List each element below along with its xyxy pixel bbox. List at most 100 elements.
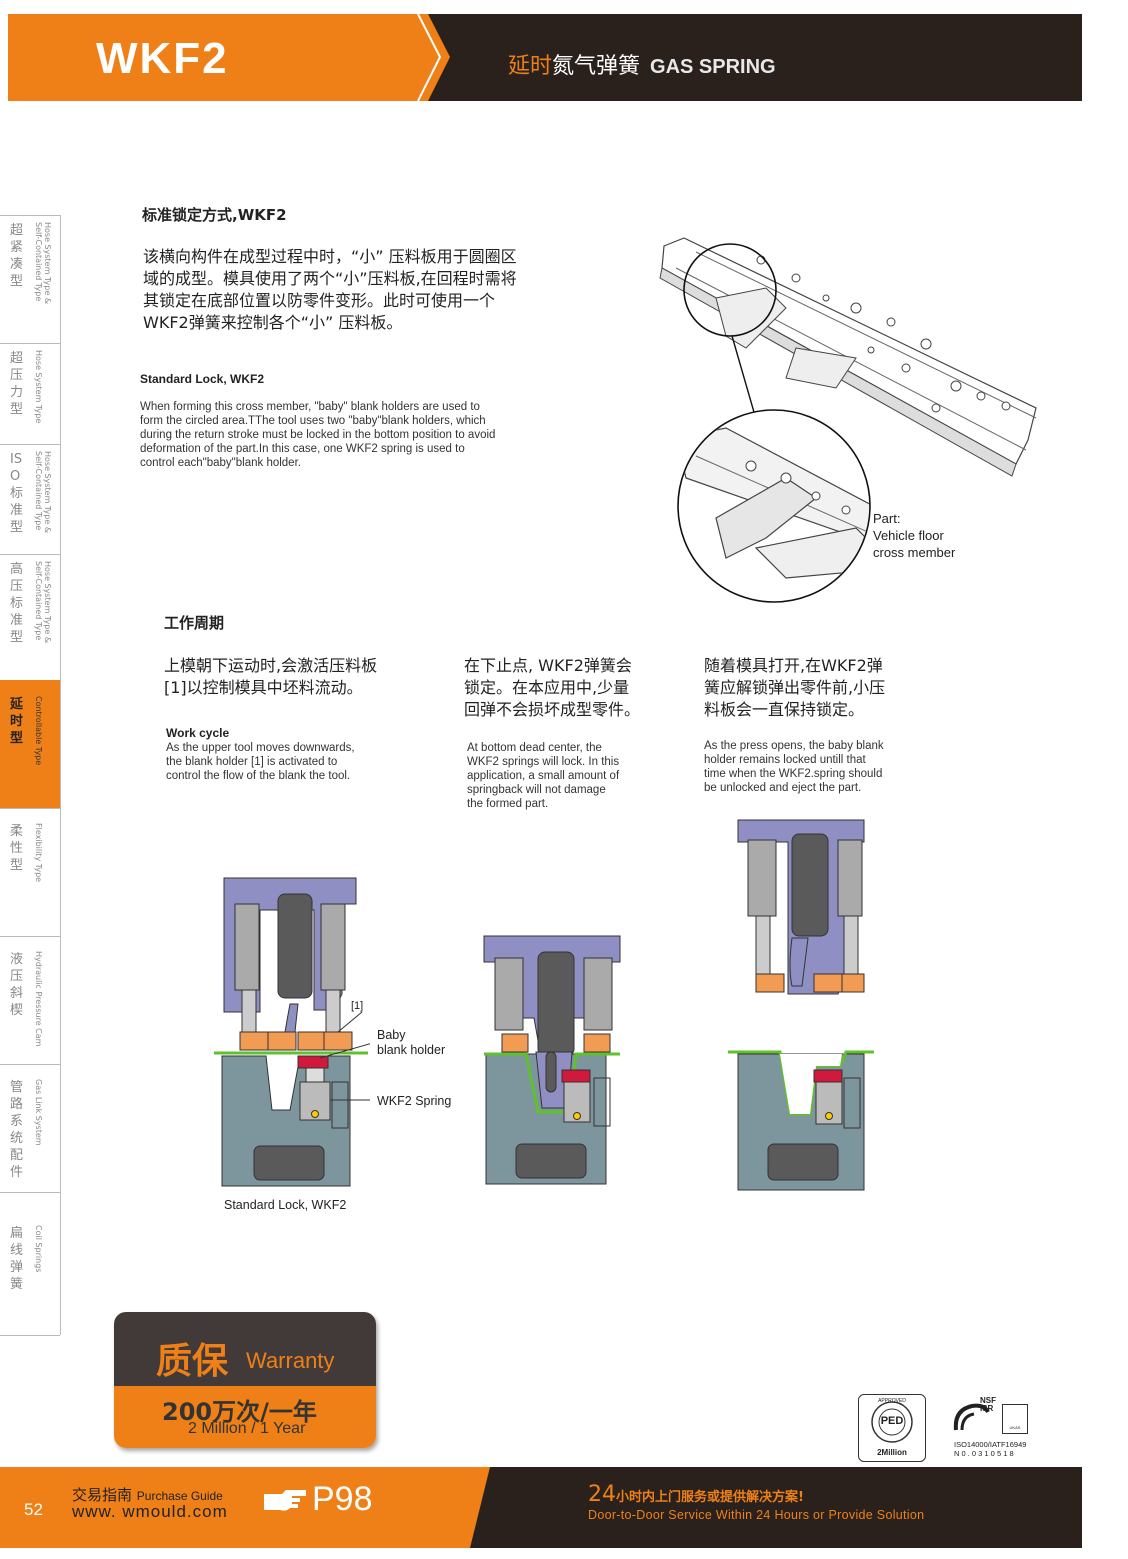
cycle-cn-line: 锁定。在本应用中,少量 xyxy=(464,678,630,697)
intro-cn-line: 该横向构件在成型过程中时，“小” 压料板用于圆圈区 xyxy=(143,247,517,266)
category-en: GAS SPRING xyxy=(650,56,776,78)
tab-label-cn: ISO标准型 xyxy=(10,452,24,535)
tab-controllable[interactable]: 延时型 Controllable Type xyxy=(0,680,60,808)
tab-label-cn: 柔性型 xyxy=(10,824,24,873)
diagram-stage-2 xyxy=(483,935,621,1185)
tab-label-en: Controllable Type xyxy=(34,696,43,766)
cycle-en-line: be unlocked and eject the part. xyxy=(704,782,862,794)
model-title: WKF2 xyxy=(96,34,229,83)
service-cn: 24小时内上门服务或提供解决方案! xyxy=(588,1482,804,1507)
cycle-col1-en: As the upper tool moves downwards, the b… xyxy=(166,741,355,783)
service-text-cn: 小时内上门服务或提供解决方案! xyxy=(616,1490,804,1505)
nsf-text: NSF xyxy=(980,1396,996,1405)
header-arrow xyxy=(410,14,450,101)
cycle-cn-line: 料板会一直保持锁定。 xyxy=(704,700,865,719)
tab-flexibility[interactable]: 柔性型 Flexibility Type xyxy=(0,808,60,937)
website-link[interactable]: www. wmould.com xyxy=(72,1502,228,1521)
cycle-en-line: As the upper tool moves downwards, xyxy=(166,742,355,754)
tab-label-en: Coil Springs xyxy=(34,1225,43,1273)
warranty-top xyxy=(114,1312,376,1386)
tab-gas-link[interactable]: 管路系统配件 Gas Link System xyxy=(0,1064,60,1193)
cycle-col1-cn: 上模朝下运动时,会激活压料板 [1]以控制模具中坯料流动。 xyxy=(164,655,377,699)
intro-en-line: form the circled area.TThe tool uses two… xyxy=(140,415,486,427)
cycle-en-line: application, a small amount of xyxy=(467,770,620,782)
footer-orange-band xyxy=(0,1467,490,1548)
iso-text: ISO14000/IATF16949 xyxy=(954,1440,1027,1449)
cycle-cn-line: 上模朝下运动时,会激活压料板 xyxy=(164,656,378,675)
tab-label-cn: 液压斜楔 xyxy=(10,952,24,1018)
page-reference[interactable]: P98 xyxy=(312,1480,373,1518)
tab-label-cn: 超压力型 xyxy=(10,351,24,417)
intro-title-en: Standard Lock, WKF2 xyxy=(140,372,265,386)
category-cn: 氮气弹簧 xyxy=(552,54,641,79)
cycle-cn-line: 簧应解锁弹出零件前,小压 xyxy=(704,678,886,697)
cycle-col2-en: At bottom dead center, the WKF2 springs … xyxy=(467,741,619,811)
tab-high-pressure-standard[interactable]: 高压标准型 Hose System Type & Self-Contained … xyxy=(0,554,60,681)
spring-label: WKF2 Spring xyxy=(377,1094,452,1108)
tab-label-cn: 高压标准型 xyxy=(10,562,24,645)
service-en: Door-to-Door Service Within 24 Hours or … xyxy=(588,1508,925,1522)
tab-iso-standard[interactable]: ISO标准型 Hose System Type & Self-Contained… xyxy=(0,444,60,555)
cycle-en-line: control the flow of the blank the tool. xyxy=(166,770,351,782)
nsf-cert-logo: NSF ISR UKAS ISO14000/IATF16949 N 0 . 0 … xyxy=(952,1396,1032,1460)
pointing-hand-icon xyxy=(264,1490,306,1511)
intro-body-en: When forming this cross member, "baby" b… xyxy=(140,400,495,470)
nsf-swirl-icon xyxy=(953,1403,990,1431)
tab-label-en: Hose System Type & Self-Contained Type xyxy=(34,451,52,534)
cycle-cn-line: [1]以控制模具中坯料流动。 xyxy=(164,678,363,697)
ped-seal-icon xyxy=(871,1401,913,1443)
tab-hydraulic-cam[interactable]: 液压斜楔 Hydraulic Pressure Cam xyxy=(0,936,60,1065)
ped-bottom-text: 2Million xyxy=(877,1448,907,1457)
ukas-box: UKAS xyxy=(1002,1404,1028,1434)
cycle-en-line: As the press opens, the baby blank xyxy=(704,740,884,752)
cycle-cn-line: 随着模具打开,在WKF2弹 xyxy=(704,656,883,675)
cycle-col3-cn: 随着模具打开,在WKF2弹 簧应解锁弹出零件前,小压 料板会一直保持锁定。 xyxy=(704,655,885,721)
warranty-en: Warranty xyxy=(246,1348,335,1373)
marker-label: [1] xyxy=(351,1000,364,1012)
ped-mid-text: PED xyxy=(880,1415,904,1427)
cycle-col2-cn: 在下止点, WKF2弹簧会 锁定。在本应用中,少量 回弹不会损坏成型零件。 xyxy=(464,655,640,721)
tab-compact[interactable]: 超紧凑型 Hose System Type & Self-Contained T… xyxy=(0,215,60,344)
header-dark-band xyxy=(428,14,1082,101)
intro-body-cn: 该横向构件在成型过程中时，“小” 压料板用于圆圈区 域的成型。模具使用了两个“小… xyxy=(143,246,517,334)
diagram-stage-1 xyxy=(214,877,370,1187)
cycle-en-line: holder remains locked untill that xyxy=(704,754,866,766)
warranty-cn: 质保 xyxy=(156,1341,229,1382)
cert-number: N 0 . 0 3 1 0 5 1 8 xyxy=(954,1449,1014,1458)
ped-cert-logo: APPROVED PED 2Million xyxy=(858,1394,926,1462)
ukas-text: UKAS xyxy=(1009,1425,1021,1430)
tab-label-cn: 管路系统配件 xyxy=(10,1080,24,1180)
cycle-cn-line: 回弹不会损坏成型零件。 xyxy=(464,700,641,719)
warranty-terms-cn: 200万次/一年 xyxy=(162,1398,317,1426)
footer-dark-band xyxy=(470,1467,1082,1548)
purchase-guide-en: Purchase Guide xyxy=(136,1489,223,1503)
tab-label-en: Gas Link System xyxy=(34,1079,43,1146)
purchase-guide-cn: 交易指南 xyxy=(72,1486,133,1504)
cycle-en-line: time when the WKF2.spring should xyxy=(704,768,883,780)
warranty-bottom xyxy=(114,1386,376,1448)
warranty-badge: 质保 Warranty 200万次/一年 2 Million / 1 Year xyxy=(114,1312,376,1448)
part-label: Part: Vehicle floor cross member xyxy=(873,510,955,561)
cross-member-illustration xyxy=(659,237,1037,603)
diagram-stage-3 xyxy=(728,819,874,1191)
intro-en-line: control each"baby"blank holder. xyxy=(140,457,301,469)
part-label-line: Part: xyxy=(873,511,901,526)
tab-coil-springs[interactable]: 扁线弹簧 Coil Springs xyxy=(0,1192,60,1336)
cycle-en-line: At bottom dead center, the xyxy=(467,742,602,754)
cycle-en-line: the formed part. xyxy=(467,798,549,810)
cycle-en-line: springback will not damage xyxy=(467,784,606,796)
tab-label-en: Hose System Type & Self-Contained Type xyxy=(34,561,52,644)
tab-label-cn: 延时型 xyxy=(10,697,24,746)
baby-holder-label: Baby blank holder xyxy=(377,1028,445,1058)
tab-label-en: Hose System Type xyxy=(34,350,43,424)
cycle-en-line: the blank holder [1] is activated to xyxy=(166,756,338,768)
cycle-col3-en: As the press opens, the baby blank holde… xyxy=(704,739,884,795)
header-band xyxy=(8,14,428,101)
ped-top-text: APPROVED xyxy=(878,1398,906,1404)
intro-cn-line: 域的成型。模具使用了两个“小”压料板,在回程时需将 xyxy=(143,269,517,288)
tab-high-pressure[interactable]: 超压力型 Hose System Type xyxy=(0,343,60,445)
intro-cn-line: WKF2弹簧来控制各个“小” 压料板。 xyxy=(143,313,403,332)
tab-label-cn: 扁线弹簧 xyxy=(10,1226,24,1292)
service-hours: 24 xyxy=(588,1482,616,1507)
